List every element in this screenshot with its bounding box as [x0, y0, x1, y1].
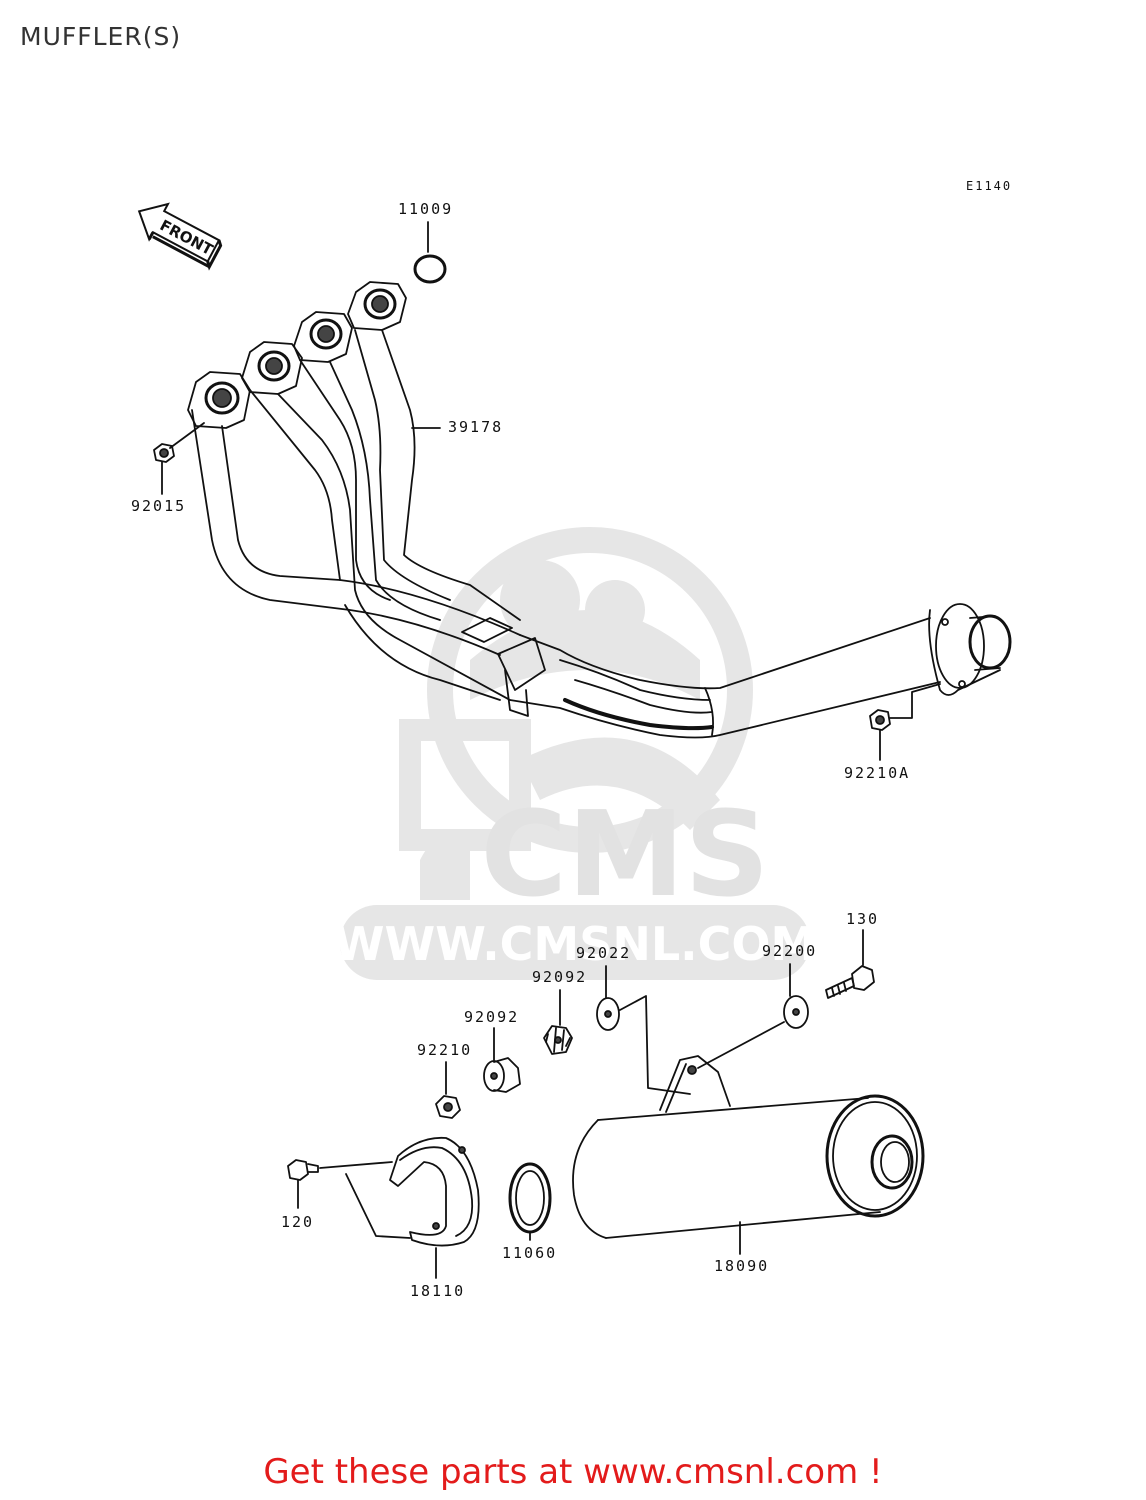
part-label-92210A[interactable]: 92210A — [844, 764, 911, 782]
part-label-92092-upper[interactable]: 92092 — [532, 968, 588, 986]
part-label-120[interactable]: 120 — [281, 1213, 315, 1231]
part-label-92200[interactable]: 92200 — [762, 942, 818, 960]
part-label-18110[interactable]: 18110 — [410, 1282, 466, 1300]
part-label-92210[interactable]: 92210 — [417, 1041, 473, 1059]
leader-92210A — [879, 683, 941, 761]
part-label-92092-lower[interactable]: 92092 — [464, 1008, 520, 1026]
footer-cmsnl-link[interactable]: Get these parts at www.cmsnl.com ! — [263, 1452, 883, 1492]
bolt-120[interactable] — [287, 1159, 319, 1181]
watermark-logo — [340, 527, 810, 980]
muffler-18090[interactable] — [572, 1055, 925, 1239]
nut-92210A[interactable] — [869, 709, 891, 731]
part-label-92022[interactable]: 92022 — [576, 944, 632, 962]
damper-92092-lower[interactable] — [483, 1057, 521, 1093]
leader-92022-b — [619, 995, 691, 1095]
part-label-39178[interactable]: 39178 — [448, 418, 504, 436]
gasket-11009[interactable] — [413, 254, 447, 284]
part-label-92015[interactable]: 92015 — [131, 497, 187, 515]
part-label-130[interactable]: 130 — [846, 910, 880, 928]
leader-92200-b — [697, 1021, 785, 1069]
front-direction-arrow: FRONT — [137, 202, 223, 271]
damper-92092-upper[interactable] — [543, 1025, 573, 1055]
diagram-code: E1140 — [966, 179, 1013, 193]
cover-18110[interactable] — [389, 1136, 480, 1247]
leader-120-bracket — [319, 1161, 411, 1239]
exhaust-header-pipes — [191, 329, 546, 717]
part-label-18090[interactable]: 18090 — [714, 1257, 770, 1275]
washer-92200[interactable] — [783, 995, 809, 1029]
bolt-130[interactable] — [825, 965, 875, 999]
leader-92015 — [169, 422, 205, 449]
collector-pipe-39178[interactable] — [509, 603, 1012, 739]
part-label-11009[interactable]: 11009 — [398, 200, 454, 218]
exhaust-header-flanges — [187, 281, 407, 429]
watermark-url: WWW.CMSNL.COM — [334, 917, 817, 971]
watermark-brand: CMS — [480, 785, 769, 923]
gasket-11060[interactable] — [508, 1162, 552, 1234]
part-label-11060[interactable]: 11060 — [502, 1244, 558, 1262]
nut-92210[interactable] — [435, 1095, 461, 1119]
nut-92015[interactable] — [153, 443, 175, 463]
page-title: MUFFLER(S) — [20, 22, 182, 51]
washer-92022[interactable] — [596, 997, 620, 1031]
